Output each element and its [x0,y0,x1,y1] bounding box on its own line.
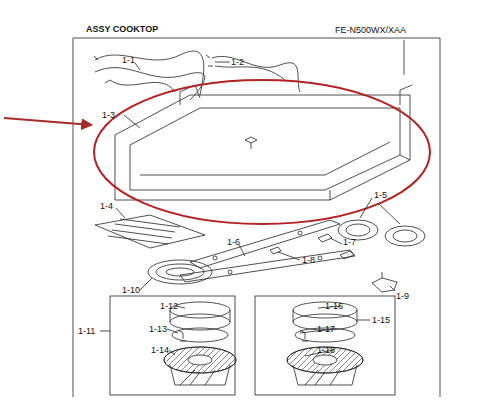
callout-number: 1-15 [372,316,390,325]
burner-element [164,302,236,385]
insulation-strips [95,215,205,248]
group-box [255,296,395,395]
callout-number: 1-9 [396,292,409,301]
frame-line [73,38,440,397]
callout-number: 1-7 [343,238,356,247]
diagram-title: ASSY COOKTOP [86,25,158,34]
callout-number: 1-14 [151,346,169,355]
callout-number: 1-10 [122,286,140,295]
callout-number: 1-4 [100,202,113,211]
highlight-ellipse [94,80,430,224]
callout-number: 1-2 [231,58,244,67]
callout-number: 1-1 [122,56,135,65]
callout-number: 1-12 [160,302,178,311]
callout-number: 1-13 [149,325,167,334]
pointer-arrow [4,118,92,125]
group-box [110,296,235,395]
burner-element [338,220,425,246]
model-number: FE-N500WX/XAA [335,26,406,35]
burner-element [287,302,363,385]
wire-harness [94,51,205,100]
callout-number: 1-18 [317,346,335,355]
bracket [180,220,355,282]
callout-number: 1-16 [325,302,343,311]
callout-number: 1-5 [374,191,387,200]
callout-number: 1-3 [102,111,115,120]
burner-element [148,260,212,284]
callout-number: 1-6 [227,238,240,247]
callout-number: 1-11 [78,327,95,336]
callout-number: 1-8 [302,256,315,265]
callout-number: 1-17 [317,325,335,334]
cooktop-glass [115,85,412,200]
terminal [372,272,397,292]
leader-line [100,62,400,356]
wire-harness [206,40,404,92]
